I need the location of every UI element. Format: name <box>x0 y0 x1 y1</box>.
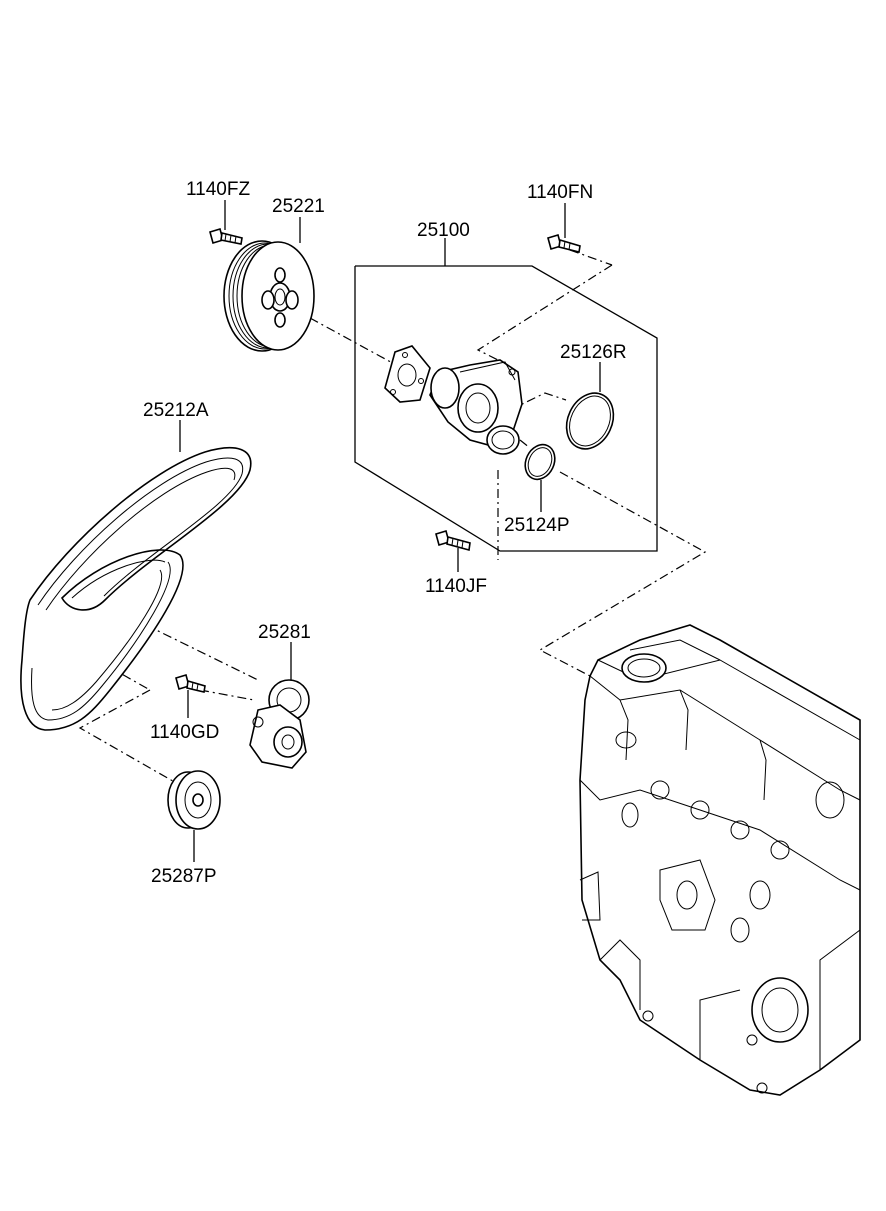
callout-25124p: 25124P <box>504 515 570 536</box>
callout-1140jf: 1140JF <box>425 576 487 597</box>
tensioner-25281 <box>249 642 310 769</box>
callout-25221: 25221 <box>272 196 325 217</box>
callout-25126r: 25126R <box>560 342 627 363</box>
callout-labels: 1140FZ 25221 25100 1140FN 25126R 25212A … <box>143 179 627 887</box>
callout-1140gd: 1140GD <box>150 722 219 743</box>
inner-seal-ring <box>486 425 520 455</box>
bolt-1140fn <box>547 203 581 253</box>
engine-block <box>579 624 861 1096</box>
water-pump-assembly-frame <box>354 238 658 552</box>
bolt-1140gd <box>175 673 206 718</box>
callout-25212a: 25212A <box>143 400 209 421</box>
callout-1140fz: 1140FZ <box>186 179 250 200</box>
callout-25281: 25281 <box>258 622 311 643</box>
water-pump-pulley-25221 <box>223 217 315 352</box>
o-ring-25124p <box>524 443 556 512</box>
idler-pulley-25287p <box>167 770 221 862</box>
bolt-1140jf <box>435 529 471 572</box>
callout-1140fn: 1140FN <box>527 182 593 203</box>
pump-gasket <box>384 345 431 403</box>
water-pump-body <box>429 359 523 447</box>
o-ring-25126r <box>565 362 615 450</box>
callout-25100: 25100 <box>417 220 470 241</box>
bolt-1140fz <box>209 200 243 245</box>
callout-25287p: 25287P <box>151 866 217 887</box>
drive-belt-25212a <box>20 420 252 731</box>
